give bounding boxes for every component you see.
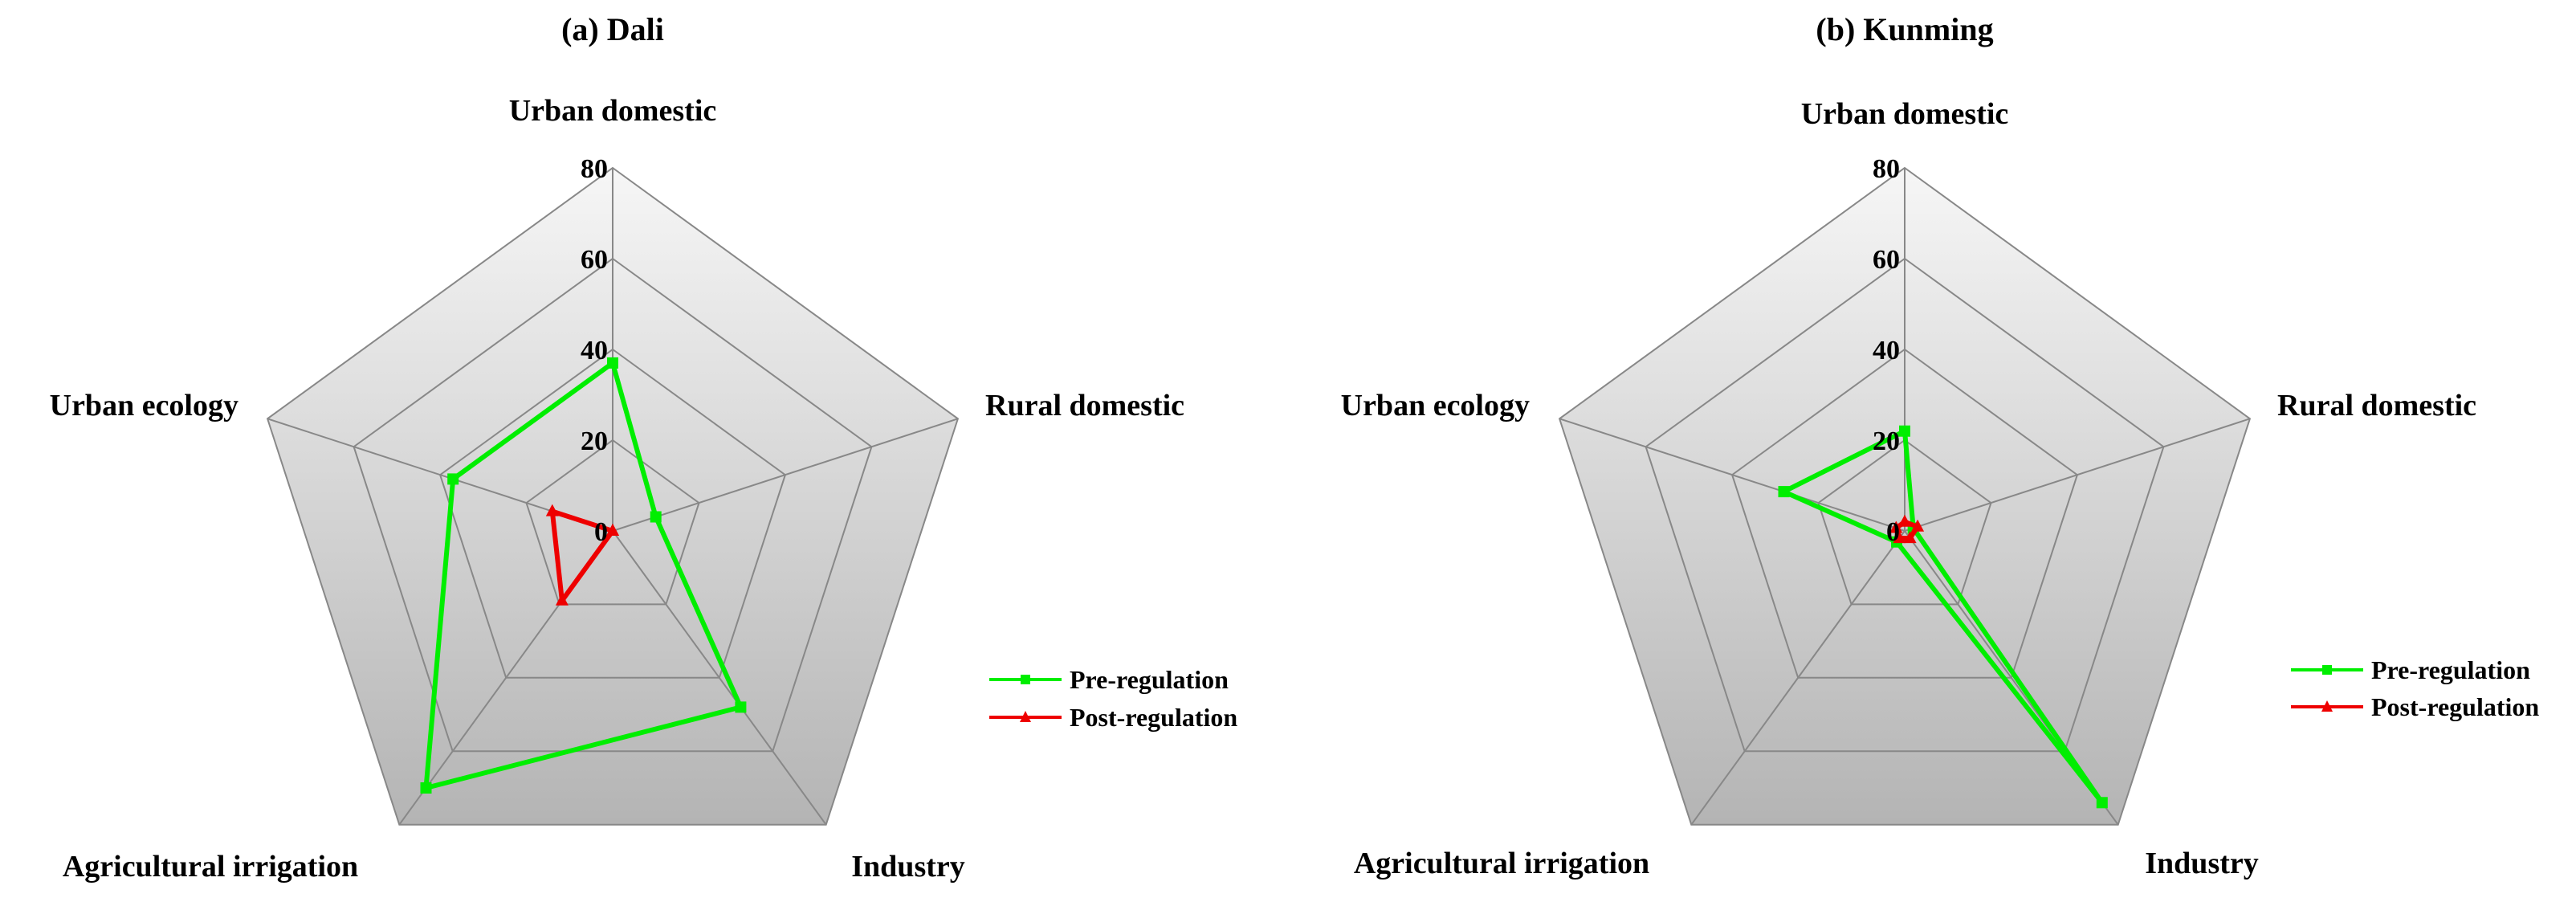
dali-label-industry: Industry — [851, 850, 965, 884]
dali-panel-title: (a) Dali — [561, 11, 664, 47]
dali-spoke-rural-domestic — [612, 418, 959, 532]
dali-point-pre-regulation-urban-domestic — [607, 357, 618, 369]
dali-tick-label-40: 40 — [581, 336, 608, 365]
dali-legend-label-post-regulation: Post-regulation — [1070, 703, 1237, 732]
dali-legend-item-post-regulation: Post-regulation — [989, 703, 1237, 732]
kunming-legend-marker-post-regulation — [2321, 700, 2333, 712]
kunming-label-rural-domestic: Rural domestic — [2277, 389, 2476, 422]
kunming-point-post-regulation-urban-ecology — [1889, 520, 1903, 533]
kunming-spoke-agricultural-irrigation — [1690, 530, 1906, 826]
kunming-tick-label-60: 60 — [1873, 245, 1900, 275]
kunming-tick-label-40: 40 — [1873, 336, 1900, 365]
dali-point-post-regulation-industry — [606, 524, 619, 536]
dali-series-line-pre-regulation — [423, 360, 744, 790]
dali-tick-label-0: 0 — [594, 517, 608, 547]
dali-series-layer — [420, 357, 747, 794]
dali-point-pre-regulation-rural-domestic — [650, 511, 662, 523]
kunming-tick-label-20: 20 — [1873, 427, 1900, 456]
kunming-tick-layer: 0 20 40 60 80 — [1873, 154, 1900, 547]
kunming-tick-label-0: 0 — [1886, 517, 1900, 547]
kunming-legend: Pre-regulation Post-regulation — [2291, 655, 2539, 721]
kunming-label-urban-ecology: Urban ecology — [1341, 389, 1530, 422]
dali-legend-marker-pre-regulation — [1021, 675, 1030, 684]
dali-tick-layer: 0 20 40 60 80 — [581, 154, 608, 547]
dali-radar-panel: (a) Dali Urban domestic Rural domestic I… — [50, 11, 1238, 884]
kunming-tick-label-80: 80 — [1873, 154, 1900, 184]
kunming-series-line-pre-regulation — [1781, 428, 2105, 806]
dali-point-pre-regulation-urban-ecology — [447, 473, 459, 485]
dali-label-agricultural-irrigation: Agricultural irrigation — [63, 850, 358, 884]
dali-grid-ring-20 — [525, 439, 700, 606]
kunming-spoke-rural-domestic — [1904, 418, 2251, 532]
dali-point-post-regulation-agricultural-irrigation — [555, 593, 569, 606]
dali-legend-item-pre-regulation: Pre-regulation — [989, 665, 1229, 694]
dali-point-post-regulation-urban-ecology — [545, 504, 559, 516]
kunming-legend-marker-pre-regulation — [2322, 665, 2332, 675]
dali-legend-marker-post-regulation — [1020, 711, 1031, 722]
dali-legend: Pre-regulation Post-regulation — [989, 665, 1237, 732]
kunming-label-agricultural-irrigation: Agricultural irrigation — [1354, 847, 1649, 880]
kunming-point-pre-regulation-urban-ecology — [1778, 486, 1790, 498]
kunming-grid-ring-40 — [1730, 348, 2079, 679]
dali-label-urban-domestic: Urban domestic — [509, 94, 717, 128]
kunming-spoke-urban-ecology — [1559, 418, 1906, 532]
kunming-point-post-regulation-industry — [1903, 531, 1917, 544]
dali-grid-ring-40 — [438, 348, 787, 679]
dali-series-line-post-regulation — [549, 508, 615, 603]
dali-tick-label-80: 80 — [581, 154, 608, 184]
kunming-label-industry: Industry — [2145, 847, 2259, 880]
kunming-grid-ring-60 — [1645, 257, 2165, 753]
kunming-legend-label-pre-regulation: Pre-regulation — [2371, 655, 2530, 684]
dali-tick-label-20: 20 — [581, 427, 608, 456]
kunming-legend-item-post-regulation: Post-regulation — [2291, 692, 2539, 721]
dali-point-pre-regulation-industry — [735, 701, 747, 713]
dali-legend-label-pre-regulation: Pre-regulation — [1070, 665, 1229, 694]
kunming-point-post-regulation-rural-domestic — [1911, 519, 1925, 532]
dali-point-pre-regulation-agricultural-irrigation — [420, 782, 432, 794]
kunming-radar-panel: (b) Kunming Urban domestic Rural domesti… — [1341, 11, 2540, 880]
dali-spoke-industry — [612, 530, 827, 826]
kunming-point-post-regulation-urban-domestic — [1898, 514, 1911, 527]
kunming-point-post-regulation-agricultural-irrigation — [1893, 531, 1906, 544]
dali-grid-ring-60 — [353, 257, 873, 753]
kunming-legend-label-post-regulation: Post-regulation — [2371, 692, 2539, 721]
kunming-grid-ring-20 — [1817, 439, 1992, 606]
dali-tick-label-60: 60 — [581, 245, 608, 275]
kunming-series-layer — [1778, 425, 2108, 809]
kunming-label-urban-domestic: Urban domestic — [1801, 97, 2009, 131]
dali-label-rural-domestic: Rural domestic — [985, 389, 1184, 422]
dali-label-urban-ecology: Urban ecology — [50, 389, 238, 422]
kunming-radar-grid — [1558, 166, 2252, 826]
kunming-panel-title: (b) Kunming — [1816, 11, 1993, 47]
kunming-point-pre-regulation-industry — [2096, 797, 2108, 809]
kunming-legend-item-pre-regulation: Pre-regulation — [2291, 655, 2530, 684]
kunming-point-pre-regulation-urban-domestic — [1899, 425, 1910, 437]
dali-radar-grid — [266, 166, 960, 826]
